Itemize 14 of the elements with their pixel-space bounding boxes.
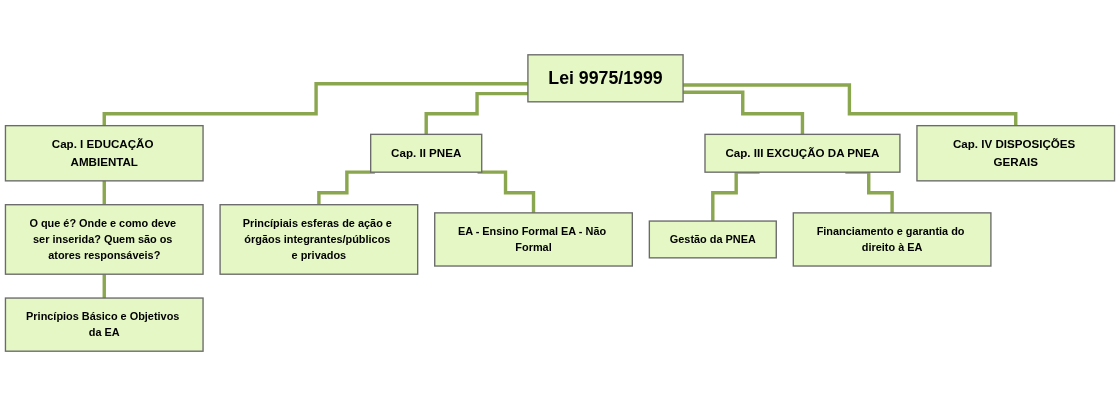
node-box: Gestão da PNEA	[648, 219, 777, 259]
node-box: O que é? Onde e como deve ser inserida? Quem são os atores responsáveis?	[4, 203, 204, 275]
connector	[102, 81, 528, 127]
node-box: Financiamento e garantia do direito à EA	[792, 211, 992, 267]
node-box: Princípios Básico e Objetivos da EA	[4, 296, 204, 352]
node-box: Cap. IV DISPOSIÇÕES GERAIS	[916, 124, 1116, 182]
connector	[317, 169, 375, 206]
node-box: Princípiais esferas de ação e órgãos integrantes/públicos e privados	[219, 203, 419, 275]
connector	[683, 82, 1018, 127]
node-box: EA - Ensino Formal EA - Não Formal	[434, 211, 633, 267]
node-box: Cap. II PNEA	[370, 133, 483, 173]
node-box: Cap. III EXCUÇÃO DA PNEA	[704, 133, 901, 173]
node-box: Cap. I EDUCAÇÃO AMBIENTAL	[4, 124, 204, 182]
node-box: Lei 9975/1999	[527, 53, 684, 102]
